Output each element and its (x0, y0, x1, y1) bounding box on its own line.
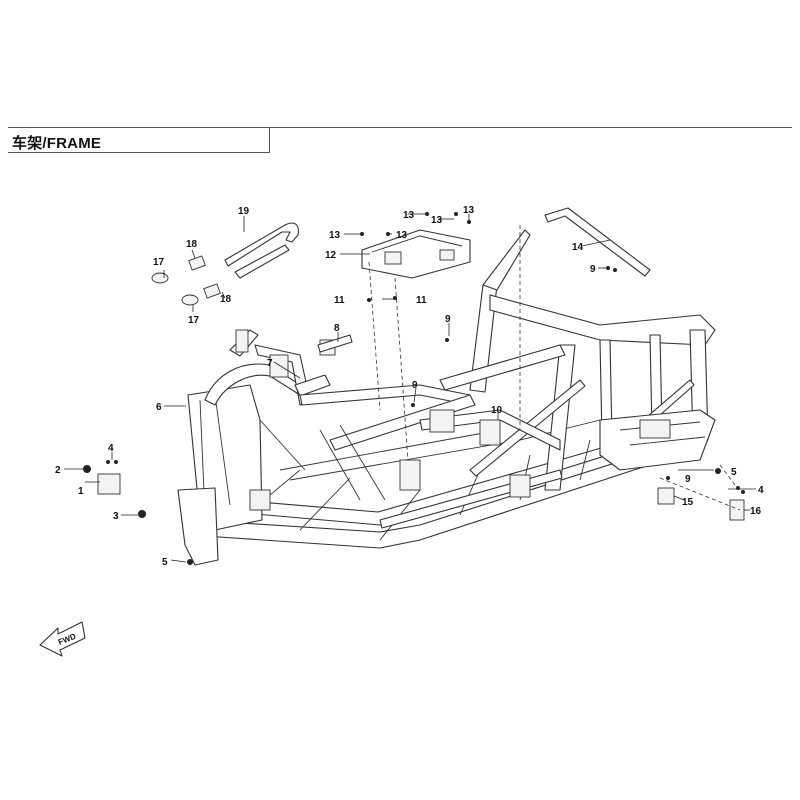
callout-labels: 1 2 3 4 4 5 5 6 7 8 9 9 9 9 10 11 11 12 … (55, 205, 764, 568)
callout-3: 3 (113, 511, 119, 522)
callout-16: 16 (750, 506, 762, 517)
part-19-grab-bar (224, 222, 299, 279)
fwd-arrow: FWD (39, 621, 86, 657)
callout-11-right: 11 (416, 295, 427, 306)
assembly-lines (368, 225, 741, 511)
callout-13-e: 13 (463, 205, 475, 216)
part-1-mount (97, 473, 121, 495)
callout-13-a: 13 (329, 230, 341, 241)
callout-9-lower: 9 (685, 474, 691, 485)
page-title: 车架/FRAME (12, 135, 102, 152)
callout-14: 14 (572, 242, 584, 253)
callout-8: 8 (334, 323, 340, 334)
header-rule (8, 127, 792, 128)
callout-4-rear: 4 (758, 485, 764, 496)
part-15-mount (657, 487, 675, 505)
callout-18-bottom: 18 (220, 294, 232, 305)
callout-13-c: 13 (403, 210, 415, 221)
main-frame (177, 229, 716, 566)
callout-17-top: 17 (153, 257, 165, 268)
callout-9-floor: 9 (412, 380, 418, 391)
callout-15: 15 (682, 497, 694, 508)
title-box (8, 127, 270, 153)
callout-2: 2 (55, 465, 61, 476)
callout-11-left: 11 (334, 295, 345, 306)
callout-19: 19 (238, 206, 250, 217)
callout-5-front: 5 (162, 557, 168, 568)
callout-5-rear: 5 (731, 467, 737, 478)
leader-lines (64, 213, 756, 563)
callout-9-rear: 9 (590, 264, 596, 275)
callout-18-top: 18 (186, 239, 198, 250)
part-14-rear-bar (544, 207, 651, 277)
callout-4-front: 4 (108, 443, 114, 454)
bolts (83, 212, 745, 565)
callout-12: 12 (325, 250, 337, 261)
callout-17-bottom: 17 (188, 315, 200, 326)
callout-9-seat: 9 (445, 314, 451, 325)
callout-13-b: 13 (396, 230, 408, 241)
callout-13-d: 13 (431, 215, 443, 226)
part-12-seat-bracket (361, 229, 471, 279)
callout-7: 7 (267, 358, 273, 369)
part-16-mount (729, 499, 745, 521)
part-8-bracket (317, 334, 353, 353)
callout-6: 6 (156, 402, 162, 413)
callout-10: 10 (491, 405, 503, 416)
callout-1: 1 (78, 486, 84, 497)
